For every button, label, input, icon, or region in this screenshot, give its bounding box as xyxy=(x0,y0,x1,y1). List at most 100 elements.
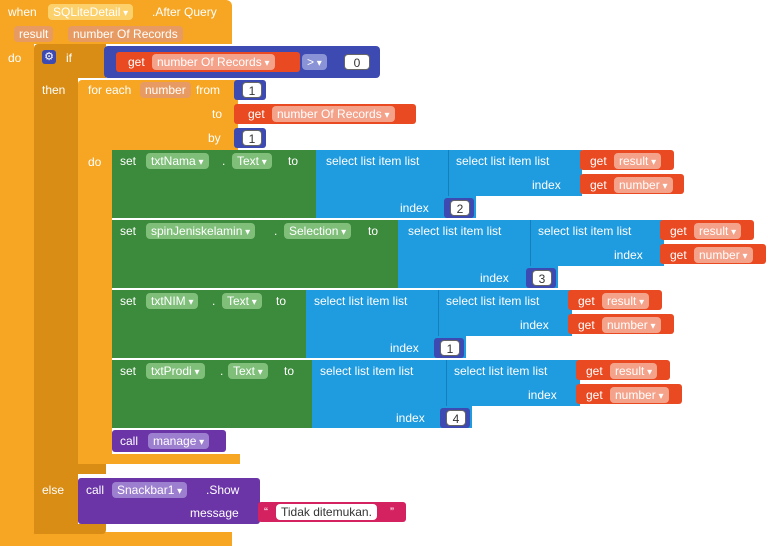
from-value[interactable]: 1 xyxy=(242,82,262,98)
property-dropdown[interactable]: Text xyxy=(222,293,262,309)
to-var-dropdown[interactable]: number Of Records xyxy=(272,106,395,122)
index-label: index xyxy=(396,411,425,425)
component-dropdown[interactable]: Snackbar1 xyxy=(112,482,188,498)
if-block-left-arm xyxy=(34,78,78,534)
by-value[interactable]: 1 xyxy=(242,130,262,146)
get-label: get xyxy=(578,318,595,332)
index-label: index xyxy=(528,388,557,402)
condition-value[interactable]: 0 xyxy=(344,54,370,70)
list-var-dropdown[interactable]: result xyxy=(602,293,650,309)
dot-label: . xyxy=(220,364,224,378)
select-inner-label: select list item list xyxy=(454,364,548,378)
get-label: get xyxy=(586,388,603,402)
to-label: to xyxy=(288,154,299,168)
select-list-item-inner[interactable] xyxy=(530,220,664,266)
if-then-footer xyxy=(34,464,106,474)
get-label: get xyxy=(578,294,595,308)
to-label: to xyxy=(368,224,379,238)
component-dropdown[interactable]: txtProdi xyxy=(146,363,205,379)
param-result[interactable]: result xyxy=(14,26,54,42)
component-dropdown[interactable]: SQLiteDetail xyxy=(48,4,134,20)
get-label: get xyxy=(590,154,607,168)
component-dropdown[interactable]: spinJeniskelamin xyxy=(146,223,256,239)
quote-close-icon: ” xyxy=(390,505,394,519)
for-each-var[interactable]: number xyxy=(140,82,191,98)
index-label: index xyxy=(390,341,419,355)
list-var-dropdown[interactable]: result xyxy=(610,363,658,379)
index-label: index xyxy=(614,248,643,262)
condition-var-dropdown[interactable]: number Of Records xyxy=(152,54,275,70)
property-dropdown[interactable]: Text xyxy=(232,153,272,169)
component-dropdown[interactable]: txtNIM xyxy=(146,293,199,309)
select-inner-label: select list item list xyxy=(446,294,540,308)
index-value[interactable]: 2 xyxy=(450,200,470,216)
select-outer-label: select list item list xyxy=(408,224,502,238)
if-block-footer xyxy=(34,524,106,534)
list-var-dropdown[interactable]: result xyxy=(614,153,662,169)
gear-icon[interactable]: ⚙ xyxy=(42,50,56,64)
list-var-dropdown[interactable]: result xyxy=(694,223,742,239)
by-label: by xyxy=(208,131,221,145)
dot-label: . xyxy=(212,294,216,308)
select-list-item-inner[interactable] xyxy=(446,360,580,406)
if-label: if xyxy=(66,51,72,65)
index-var-dropdown[interactable]: number xyxy=(694,247,753,263)
to-label: to xyxy=(276,294,287,308)
index-label: index xyxy=(520,318,549,332)
procedure-dropdown[interactable]: manage xyxy=(148,433,210,449)
to-label: to xyxy=(284,364,295,378)
dot-label: . xyxy=(274,224,278,238)
select-inner-label: select list item list xyxy=(456,154,550,168)
index-label: index xyxy=(532,178,561,192)
index-value[interactable]: 3 xyxy=(532,270,552,286)
dot-label: . xyxy=(222,154,226,168)
property-dropdown[interactable]: Selection xyxy=(284,223,352,239)
get-label: get xyxy=(670,224,687,238)
then-label: then xyxy=(42,83,66,97)
method-label: .Show xyxy=(206,483,240,497)
text-value[interactable]: Tidak ditemukan. xyxy=(276,504,377,520)
for-each-footer xyxy=(78,454,240,464)
event-block-left-arm xyxy=(0,44,34,540)
select-inner-label: select list item list xyxy=(538,224,632,238)
do-label: do xyxy=(8,51,22,65)
component-dropdown[interactable]: txtNama xyxy=(146,153,209,169)
to-label: to xyxy=(212,107,223,121)
select-outer-label: select list item list xyxy=(326,154,420,168)
select-outer-label: select list item list xyxy=(320,364,414,378)
for-each-left-arm xyxy=(78,150,112,460)
get-label: get xyxy=(590,178,607,192)
set-label: set xyxy=(120,364,137,378)
get-label: get xyxy=(586,364,603,378)
index-var-dropdown[interactable]: number xyxy=(610,387,669,403)
when-label: when xyxy=(8,5,37,19)
index-value[interactable]: 1 xyxy=(440,340,460,356)
quote-open-icon: “ xyxy=(264,505,268,519)
select-list-item-inner[interactable] xyxy=(438,290,572,336)
for-each-label: for each xyxy=(88,83,132,97)
param-number-of-records[interactable]: number Of Records xyxy=(68,26,183,42)
message-label: message xyxy=(190,506,239,520)
set-label: set xyxy=(120,154,137,168)
to-get-label: get xyxy=(248,107,265,121)
get-label: get xyxy=(670,248,687,262)
index-var-dropdown[interactable]: number xyxy=(602,317,661,333)
call-label: call xyxy=(120,434,139,448)
index-label: index xyxy=(400,201,429,215)
condition-get-label: get xyxy=(128,55,145,69)
event-block-footer xyxy=(0,532,232,546)
select-outer-label: select list item list xyxy=(314,294,408,308)
event-name: .After Query xyxy=(152,5,217,19)
property-dropdown[interactable]: Text xyxy=(228,363,268,379)
set-block[interactable] xyxy=(112,290,308,358)
set-label: set xyxy=(120,294,137,308)
index-value[interactable]: 4 xyxy=(446,410,466,426)
index-label: index xyxy=(480,271,509,285)
select-list-item-inner[interactable] xyxy=(448,150,582,196)
else-label: else xyxy=(42,483,65,497)
operator-dropdown[interactable]: > xyxy=(302,54,327,70)
from-label: from xyxy=(196,83,220,97)
for-do-label: do xyxy=(88,155,102,169)
index-var-dropdown[interactable]: number xyxy=(614,177,673,193)
call-label: call xyxy=(86,483,105,497)
